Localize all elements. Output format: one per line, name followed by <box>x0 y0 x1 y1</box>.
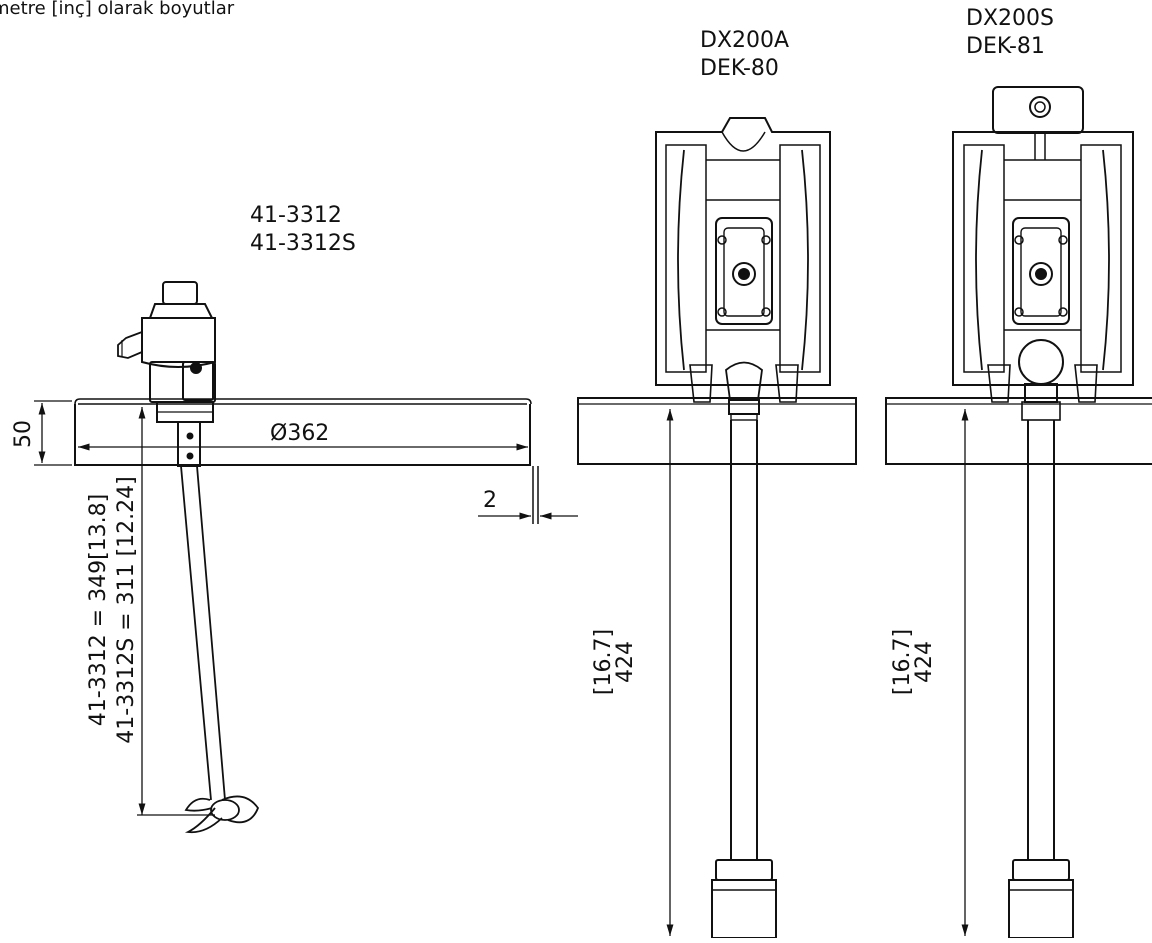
pump-a-model-label-2: DEK-80 <box>700 56 779 81</box>
pump-a-drawing <box>577 117 857 939</box>
pump-s-body <box>952 131 1134 386</box>
pump-s-length-value: 424 <box>912 641 937 683</box>
tank-outline <box>74 404 531 466</box>
units-caption: metre [inç] olarak boyutlar <box>0 0 235 19</box>
agitator-assembly <box>74 281 539 834</box>
shaft-length-value-1: 41-3312 = 349[13.8] <box>86 494 111 726</box>
shaft-length-dimension <box>137 407 215 816</box>
pump-a-body <box>655 117 831 386</box>
agitator-model-label-1: 41-3312 <box>250 203 342 228</box>
pump-a-length-value: 424 <box>613 641 638 683</box>
motor-body <box>141 317 216 368</box>
pump-a-length-inch: [16.7] <box>591 629 616 695</box>
pump-s-controller <box>992 86 1084 134</box>
agitator-model-label-2: 41-3312S <box>250 231 356 256</box>
pump-s-tank-block <box>885 397 1152 465</box>
pump-s-drawing <box>885 86 1152 939</box>
pump-s-center-plate <box>1012 217 1070 325</box>
pump-a-center-plate <box>715 217 773 325</box>
pump-a-model-label-1: DX200A <box>700 28 789 53</box>
motor-cap <box>162 281 198 305</box>
shaft-length-value-2: 41-3312S = 311 [12.24] <box>114 476 139 743</box>
pump-s-model-label-2: DEK-81 <box>966 34 1045 59</box>
pump-s-model-label-1: DX200S <box>966 6 1054 31</box>
tank-height-dimension <box>34 400 72 466</box>
pump-a-tank-block <box>577 397 857 465</box>
pump-s-length-inch: [16.7] <box>890 629 915 695</box>
tank-height-value: 50 <box>11 420 36 448</box>
wall-thickness-value: 2 <box>483 488 497 513</box>
tank-diameter-value: Ø362 <box>270 421 329 446</box>
